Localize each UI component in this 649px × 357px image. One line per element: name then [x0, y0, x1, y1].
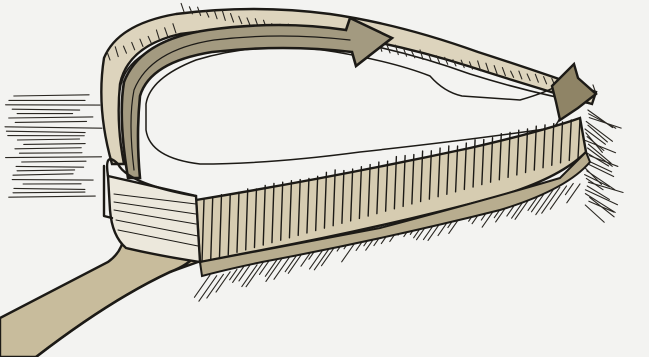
hatch-stroke — [13, 174, 73, 175]
hatch-stroke — [586, 163, 613, 176]
ground-hatching-left — [5, 95, 102, 197]
hatch-stroke — [13, 192, 85, 193]
hatch-stroke — [22, 161, 86, 162]
hatch-stroke — [12, 109, 79, 110]
hatch-stroke — [5, 127, 102, 128]
hatch-stroke — [585, 205, 604, 222]
hatch-stroke — [24, 144, 85, 145]
curved-arrow-shading — [131, 36, 350, 170]
hatch-stroke — [589, 201, 614, 212]
hatch-stroke — [9, 196, 96, 197]
hatch-stroke — [589, 118, 621, 129]
hatch-stroke — [588, 148, 613, 166]
hatch-stroke — [585, 140, 615, 152]
hatch-stroke — [565, 183, 573, 194]
hatch-stroke — [14, 95, 89, 96]
hatch-stroke — [194, 275, 210, 297]
hatch-stroke — [233, 267, 244, 283]
curved-arrow-icon — [122, 18, 392, 178]
hatch-stroke — [6, 157, 102, 158]
hatch-stroke — [14, 188, 85, 189]
hatch-stroke — [17, 170, 75, 171]
hatch-stroke — [181, 3, 184, 12]
hatch-stroke — [242, 265, 257, 287]
hatch-stroke — [567, 184, 580, 203]
hatch-stroke — [16, 166, 84, 167]
hatch-stroke — [412, 51, 415, 57]
hatch-stroke — [15, 121, 86, 122]
hatch-stroke — [15, 148, 81, 149]
hatch-stroke — [587, 171, 615, 190]
hatch-stroke — [6, 131, 85, 132]
hatch-stroke — [9, 117, 93, 118]
hatch-stroke — [587, 137, 604, 151]
ground-hatching-right — [584, 110, 623, 222]
hatch-stroke — [17, 139, 79, 140]
